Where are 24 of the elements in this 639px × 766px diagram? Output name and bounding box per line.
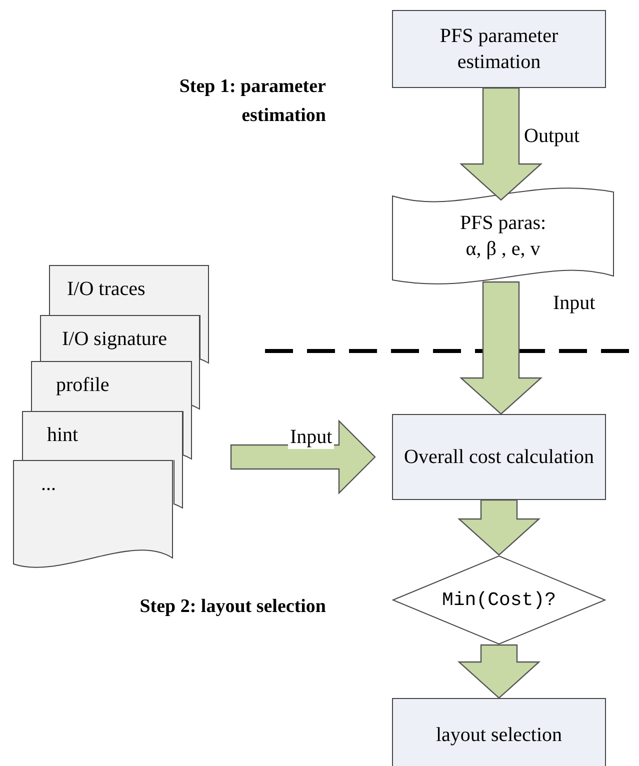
- node-label: PFS paras:: [460, 211, 546, 236]
- block-arrow: [457, 644, 541, 699]
- node-label: Overall cost calculation: [404, 445, 594, 470]
- block-arrow: [457, 499, 541, 556]
- process-box: [392, 10, 606, 88]
- block-arrow: [459, 281, 543, 415]
- process-box: [392, 698, 606, 766]
- block-arrow: [230, 420, 376, 494]
- document-label: hint: [47, 423, 78, 447]
- decision-diamond: [392, 555, 606, 645]
- step-heading: Step 1: parameter estimation: [178, 75, 326, 128]
- document-label: I/O traces: [67, 277, 146, 301]
- block-arrow: [459, 87, 543, 201]
- process-box: [392, 414, 606, 500]
- data-tape-shape: [392, 186, 614, 286]
- node-label: layout selection: [436, 723, 562, 748]
- document-label: profile: [56, 373, 110, 397]
- document-label: ...: [41, 472, 56, 496]
- step-heading: Step 2: layout selection: [138, 595, 326, 619]
- node-label: α, β , e, v: [466, 237, 540, 262]
- document-shape: [49, 265, 209, 315]
- node-label: Min(Cost)?: [442, 588, 556, 612]
- node-label: PFS parameter estimation: [438, 24, 560, 75]
- document-label: I/O signature: [62, 327, 167, 351]
